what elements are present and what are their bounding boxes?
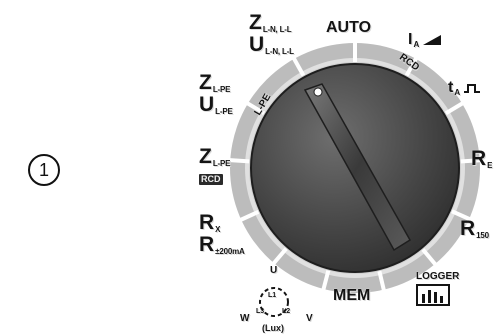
callout-number: 1 (28, 154, 60, 186)
range-auto: AUTO (326, 19, 372, 36)
range-z-u-ln-ll: ZL-N, L-L UL-N, L-L (249, 11, 294, 56)
range-z-lpe-rcd: ZL-PE RCD (199, 145, 231, 185)
phase-rotation-icon (259, 287, 289, 317)
knob-indicator-dot (313, 87, 323, 97)
pulse-icon (464, 83, 481, 93)
range-re: RE (471, 147, 493, 170)
ramp-icon (423, 34, 442, 45)
bar-graph-icon (416, 284, 450, 306)
range-r150: R150 (460, 217, 489, 240)
range-mem: MEM (333, 287, 371, 304)
knob[interactable] (250, 63, 460, 273)
range-rx: RX R±200mA (199, 211, 245, 256)
range-z-u-lpe: ZL-PE UL-PE (199, 71, 233, 116)
range-ta: tA (448, 80, 481, 97)
range-phase-rotation: U W V (Lux) L1 L3 L2 (234, 262, 314, 336)
range-logger: LOGGER (416, 272, 459, 310)
knob-grip (303, 83, 412, 252)
range-ia: IA (408, 32, 442, 49)
